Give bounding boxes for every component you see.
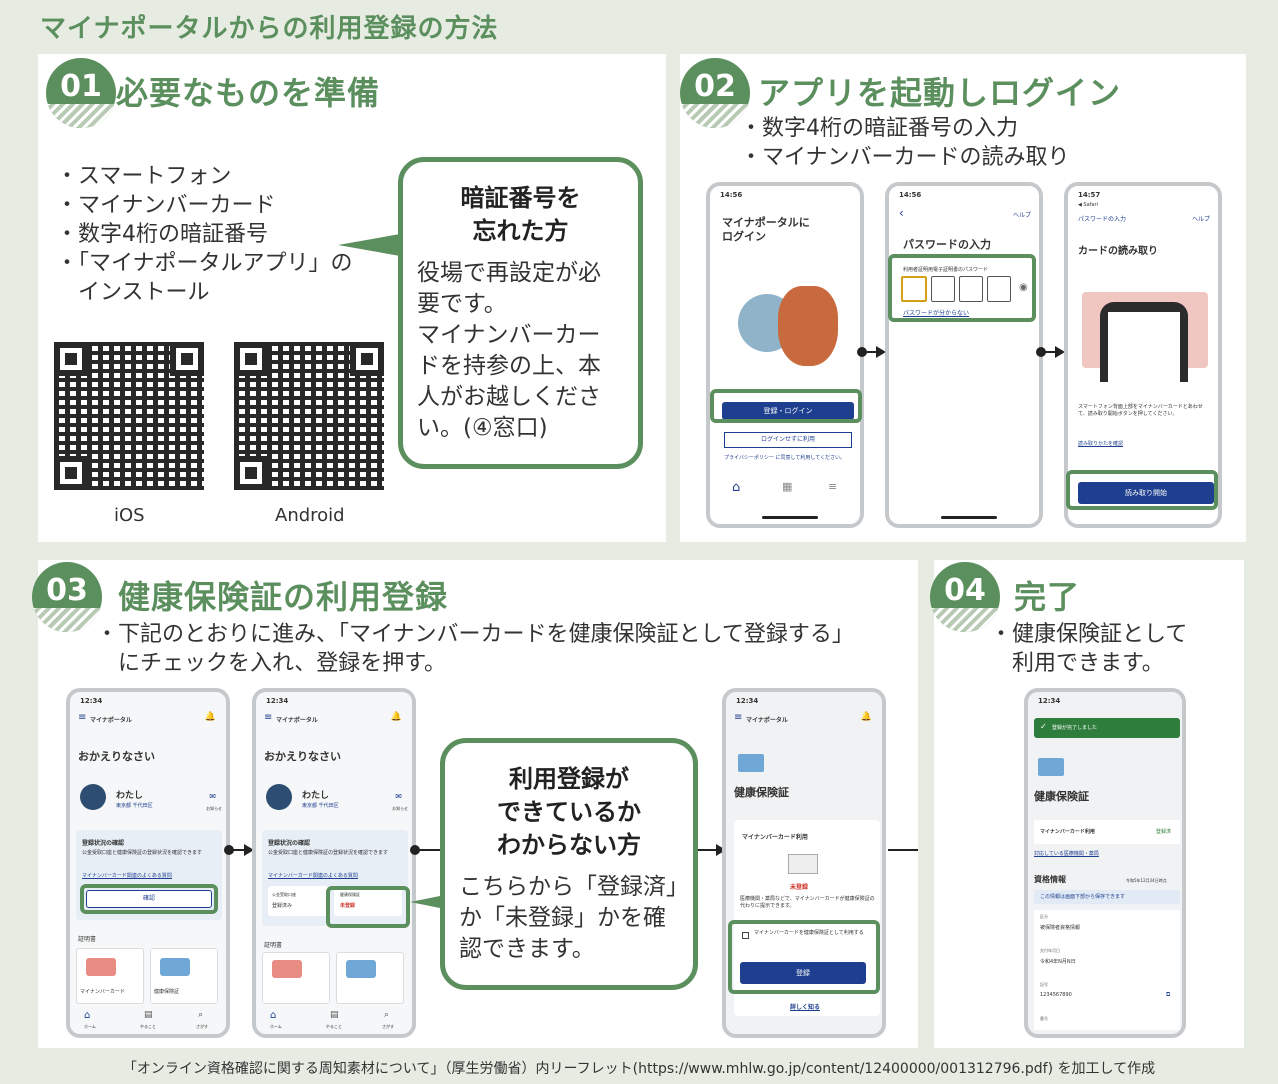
step3-list: ・下記のとおりに進み、「マイナンバーカードを健康保険証として登録する」 にチェッ… — [96, 622, 854, 676]
check-circle-icon: ✓ — [1040, 722, 1047, 731]
qr-ios-label: iOS — [114, 505, 145, 526]
phone-login: 14:56 マイナポータルにログイン 登録・ログイン ログインせずに利用 プライ… — [706, 182, 864, 528]
qr-android-label: Android — [275, 505, 345, 526]
step1-panel: 01 必要なものを準備 ・スマートフォン ・マイナンバーカード ・数字4桁の暗証… — [38, 54, 666, 542]
step1-badge: 01 — [46, 58, 116, 128]
step1-list: ・スマートフォン ・マイナンバーカード ・数字4桁の暗証番号 ・「マイナポータル… — [56, 164, 353, 305]
step3-badge: 03 — [32, 562, 102, 632]
hamburger-icon[interactable]: ≡ — [78, 712, 87, 723]
step2-list: ・数字4桁の暗証番号の入力・マイナンバーカードの読み取り — [740, 116, 1070, 170]
phone-home-a: 12:34 ≡ マイナポータル 🔔 おかえりなさい わたし 東京都 千代田区 ✉… — [66, 688, 230, 1038]
qr-nav-icon[interactable]: ▦ — [782, 480, 793, 493]
eye-icon[interactable]: ◉ — [1019, 282, 1028, 293]
mynumber-card-tile[interactable] — [76, 948, 144, 1004]
hamburger-icon[interactable]: ≡ — [734, 712, 743, 723]
forgot-pin-bubble: 暗証番号を 忘れた方 役場で再設定が必要です。マイナンバーカードを持参の上、本人… — [398, 157, 643, 469]
notice-icon[interactable]: ✉ — [209, 792, 216, 801]
arrow-b-c — [698, 844, 726, 856]
step1-title: 必要なものを準備 — [116, 74, 381, 112]
qr-code-android[interactable] — [234, 342, 384, 490]
nav-search-icon[interactable]: ⌕ — [198, 1010, 204, 1020]
unregistered-label: 未登録 — [790, 884, 809, 891]
start-reading-button[interactable]: 読み取り開始 — [1078, 482, 1214, 504]
phone-insurance-register: 12:34 ≡ マイナポータル 🔔 健康保険証 マイナンバーカード利用 未登録 … — [722, 688, 886, 1038]
arrow-a-b — [230, 844, 254, 856]
check-status-bubble: 利用登録が できているか わからない方 こちらから「登録済」か「未登録」かを確認… — [440, 738, 698, 990]
highlight-start — [1066, 470, 1218, 510]
copy-icon[interactable]: ⧉ — [1166, 991, 1171, 998]
arrow-1-2 — [862, 346, 886, 358]
step4-list: ・健康保険証として 利用できます。 — [990, 622, 1188, 676]
pin-input[interactable] — [901, 276, 1011, 302]
step3-panel: 03 健康保険証の利用登録 ・下記のとおりに進み、「マイナンバーカードを健康保険… — [32, 560, 918, 1048]
success-banner — [1034, 718, 1180, 738]
back-chevron-icon[interactable]: ‹ — [899, 206, 904, 220]
step2-title: アプリを起動しログイン — [758, 74, 1122, 112]
status-cell-insurance[interactable] — [334, 886, 402, 916]
phone-complete: 12:34 ✓ 登録が完了しました 健康保険証 マイナンバーカード利用 登録済 … — [1024, 688, 1186, 1038]
nav-todo-icon[interactable]: ▤ — [144, 1010, 153, 1020]
home-icon[interactable]: ⌂ — [732, 480, 741, 495]
bell-icon[interactable]: 🔔 — [204, 712, 216, 722]
nav-home-icon[interactable]: ⌂ — [270, 1010, 277, 1021]
unregistered-badge: 未登録 — [340, 903, 356, 909]
hamburger-icon[interactable]: ≡ — [264, 712, 273, 723]
confirm-button[interactable]: 確認 — [86, 890, 212, 908]
highlight-password — [888, 254, 1036, 322]
insurance-card-icon — [738, 754, 764, 772]
insurance-card-tile[interactable] — [150, 948, 218, 1004]
avatar — [266, 784, 292, 810]
step2-panel: 02 アプリを起動しログイン ・数字4桁の暗証番号の入力・マイナンバーカードの読… — [680, 54, 1246, 542]
source-footer: 「オンライン資格確認に関する周知素材について」（厚生労働省）内リーフレット(ht… — [122, 1061, 1156, 1077]
registered-badge: 登録済 — [1156, 829, 1172, 835]
insurance-card-icon — [1038, 758, 1064, 776]
menu-icon[interactable]: ≡ — [828, 480, 838, 493]
notice-icon[interactable]: ✉ — [395, 792, 402, 801]
avatar — [80, 784, 106, 810]
card-icon — [788, 854, 818, 874]
arrow-2-3 — [1041, 346, 1065, 358]
nav-todo-icon[interactable]: ▤ — [330, 1010, 339, 1020]
bell-icon[interactable]: 🔔 — [860, 712, 872, 722]
step4-badge: 04 — [930, 562, 1000, 632]
step4-panel: 04 完了 ・健康保険証として 利用できます。 12:34 ✓ 登録が完了しまし… — [930, 560, 1244, 1048]
no-login-button[interactable]: ログインせずに利用 — [724, 432, 852, 448]
register-button[interactable]: 登録 — [740, 962, 866, 984]
highlight-status-cell — [326, 886, 410, 928]
bell-icon[interactable]: 🔔 — [390, 712, 402, 722]
highlight-login — [710, 389, 862, 423]
step4-title: 完了 — [1014, 578, 1081, 616]
register-checkbox[interactable] — [742, 932, 749, 939]
nav-search-icon[interactable]: ⌕ — [384, 1010, 390, 1020]
highlight-register — [728, 920, 880, 994]
phone-password: 14:56 ‹ ヘルプ パスワードの入力 利用者証明用電子証明書のパスワード ◉… — [885, 182, 1043, 528]
phone-home-b: 12:34 ≡ マイナポータル 🔔 おかえりなさい わたし 東京都 千代田区 ✉… — [252, 688, 416, 1038]
step2-badge: 02 — [680, 58, 750, 128]
highlight-confirm — [80, 884, 218, 914]
login-button[interactable]: 登録・ログイン — [722, 402, 854, 420]
home-indicator — [762, 516, 818, 519]
nav-home-icon[interactable]: ⌂ — [84, 1010, 91, 1021]
qr-code-ios[interactable] — [54, 342, 204, 490]
bubble-pointer — [338, 234, 400, 256]
page-title: マイナポータルからの利用登録の方法 — [40, 14, 499, 44]
step3-title: 健康保険証の利用登録 — [118, 578, 449, 616]
